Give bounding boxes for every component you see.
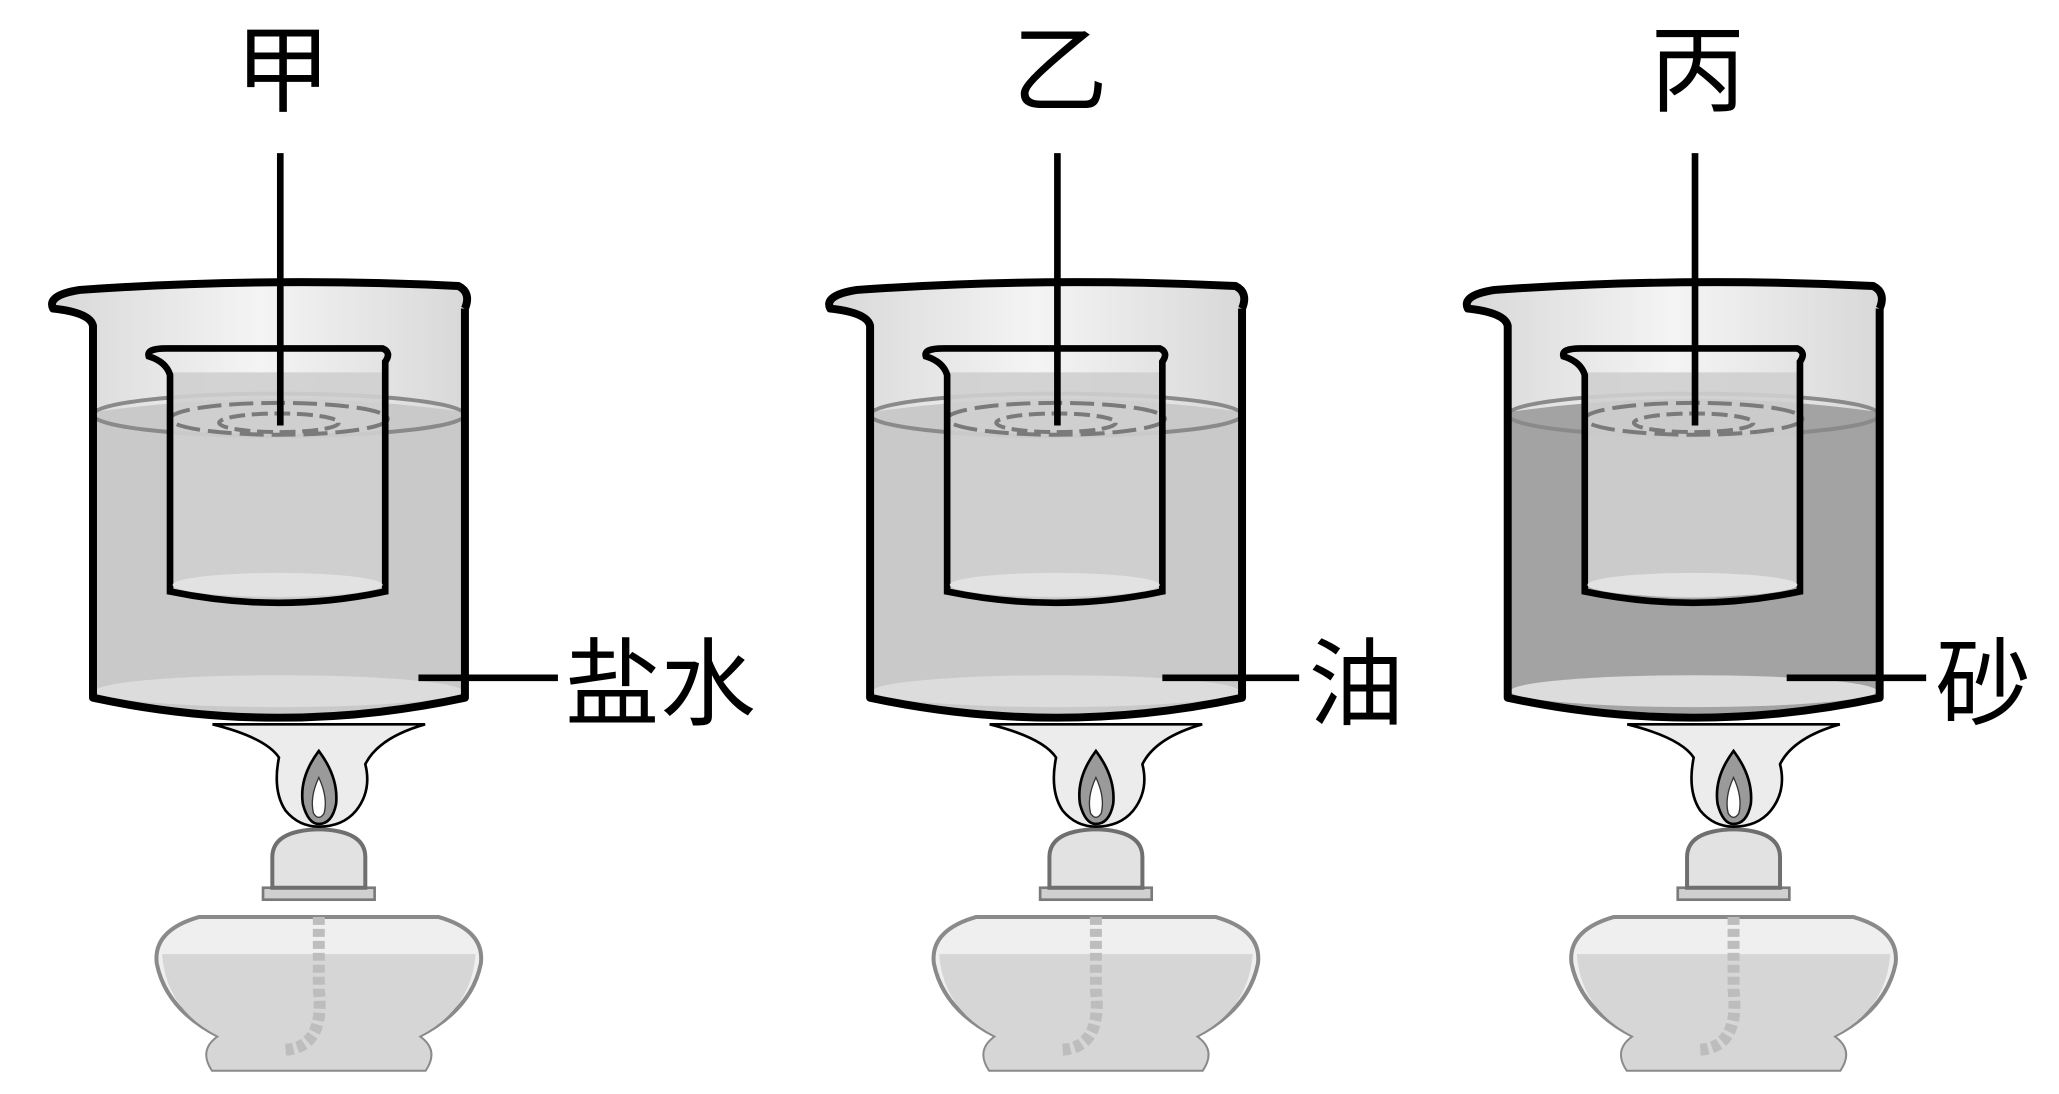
lamp-alcohol	[162, 954, 476, 1070]
flame-core	[1726, 775, 1741, 818]
lamp-wick	[1696, 916, 1741, 1056]
setup-label: 甲	[235, 15, 331, 127]
inner-bottom	[172, 572, 383, 597]
liquid-label: 油	[1308, 629, 1404, 741]
lamp-cap	[1685, 827, 1783, 890]
beaker-bottom-highlight	[1510, 675, 1878, 708]
inner-beaker	[145, 345, 392, 607]
lamp-wick	[1058, 916, 1103, 1056]
inner-beaker	[1559, 345, 1807, 607]
inner-bottom	[949, 572, 1160, 597]
lamp-wick	[281, 916, 326, 1056]
setup-label: 丙	[1650, 15, 1746, 127]
inner-beaker	[922, 345, 1169, 607]
flame-core	[1088, 775, 1104, 818]
setup-label: 乙	[1012, 15, 1108, 127]
apparatus-3: 丙砂	[1462, 15, 2031, 1072]
beaker-outline	[48, 278, 472, 722]
beaker-outline	[1462, 278, 1886, 722]
beaker-outline	[825, 278, 1249, 722]
lamp-alcohol	[939, 954, 1253, 1070]
flame-core	[311, 775, 326, 818]
apparatus-2: 乙油	[825, 15, 1404, 1072]
beaker-bottom-highlight	[95, 675, 463, 708]
apparatus-1: 甲盐水	[48, 15, 756, 1072]
liquid-label: 盐水	[565, 629, 756, 741]
lamp-alcohol	[1576, 954, 1891, 1070]
beaker-bottom-highlight	[872, 675, 1240, 708]
inner-bottom	[1587, 572, 1798, 597]
lamp-cap	[270, 827, 368, 890]
lamp-cap	[1047, 827, 1145, 890]
liquid-label: 砂	[1935, 629, 2031, 741]
